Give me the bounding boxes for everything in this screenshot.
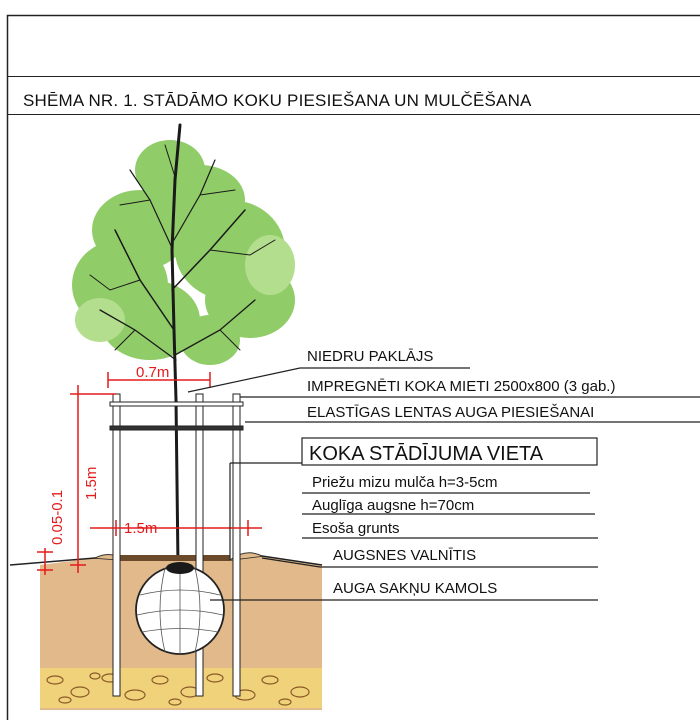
root-ball	[135, 562, 225, 655]
tree-foliage	[72, 140, 295, 365]
dim-crown-width: 0.7m	[136, 364, 169, 381]
gravel-stones	[46, 672, 310, 706]
title-bar: SHĒMA NR. 1. STĀDĀMO KOKU PIESIEŠANA UN …	[7, 76, 700, 115]
label-stakes: IMPREGNĒTI KOKA MIETI 2500x800 (3 gab.)	[307, 378, 615, 395]
label-planting-site: KOKA STĀDĪJUMA VIETA	[309, 442, 544, 465]
label-mulch: Priežu mizu mulča h=3-5cm	[312, 474, 497, 491]
dimension-lines	[37, 372, 262, 575]
outer-border	[6, 14, 700, 720]
stake-crossbars	[109, 401, 244, 431]
leader-lines	[187, 367, 700, 601]
label-straps: ELASTĪGAS LENTAS AUGA PIESIEŠANAI	[307, 404, 594, 421]
label-root-ball: AUGA SAKŅU KAMOLS	[333, 580, 497, 597]
label-reed-mat: NIEDRU PAKLĀJS	[307, 348, 433, 365]
label-soil-roll: AUGSNES VALNĪTIS	[333, 547, 476, 564]
stakes	[112, 393, 241, 697]
dim-depth: 0.05-0.1	[49, 490, 66, 545]
label-fertile-soil: Auglīga augsne h=70cm	[312, 497, 474, 514]
dim-stake-spread: 1.5m	[124, 520, 157, 537]
dim-stake-height: 1.5m	[83, 467, 100, 500]
schema-title: SHĒMA NR. 1. STĀDĀMO KOKU PIESIEŠANA UN …	[23, 91, 532, 110]
mulch-layer	[120, 555, 230, 561]
label-existing-soil: Esoša grunts	[312, 520, 400, 537]
